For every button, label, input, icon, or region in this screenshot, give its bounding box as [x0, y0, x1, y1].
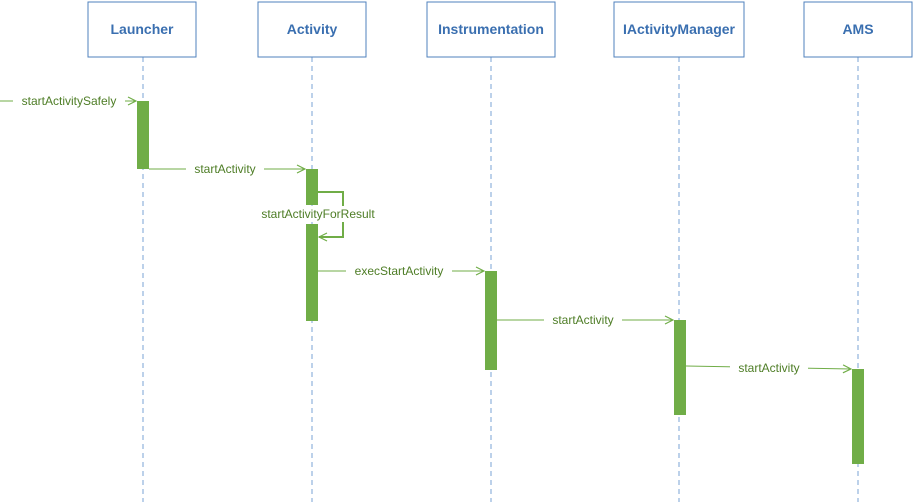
participant-label: Launcher: [110, 21, 174, 37]
activation-ams: [852, 369, 864, 464]
activation-activity-2: [306, 224, 318, 321]
message-start-activity-1: startActivity: [149, 161, 305, 177]
activation-launcher: [137, 101, 149, 169]
participant-iactivitymanager: IActivityManager: [613, 1, 745, 58]
message-label: startActivity: [738, 361, 799, 375]
message-start-activity-2: startActivity: [497, 312, 673, 328]
message-start-activity-3: startActivity: [685, 360, 851, 376]
activation-instrumentation: [485, 271, 497, 370]
participant-label: Activity: [287, 21, 338, 37]
message-exec-start-activity: execStartActivity: [318, 263, 484, 279]
activation-activity-1: [306, 169, 318, 205]
participant-launcher: Launcher: [87, 1, 197, 58]
participant-label: Instrumentation: [438, 21, 544, 37]
participant-activity: Activity: [257, 1, 367, 58]
message-label: startActivityForResult: [261, 207, 375, 221]
message-start-activity-safely: startActivitySafely: [0, 93, 136, 109]
participant-instrumentation: Instrumentation: [426, 1, 556, 58]
activation-iactivitymanager: [674, 320, 686, 415]
message-label: execStartActivity: [355, 264, 444, 278]
participant-label: AMS: [842, 21, 873, 37]
message-start-activity-for-result: startActivityForResult: [253, 191, 383, 237]
message-label: startActivitySafely: [22, 94, 117, 108]
message-label: startActivity: [552, 313, 613, 327]
participant-ams: AMS: [803, 1, 913, 58]
participant-label: IActivityManager: [623, 21, 736, 37]
message-label: startActivity: [194, 162, 255, 176]
